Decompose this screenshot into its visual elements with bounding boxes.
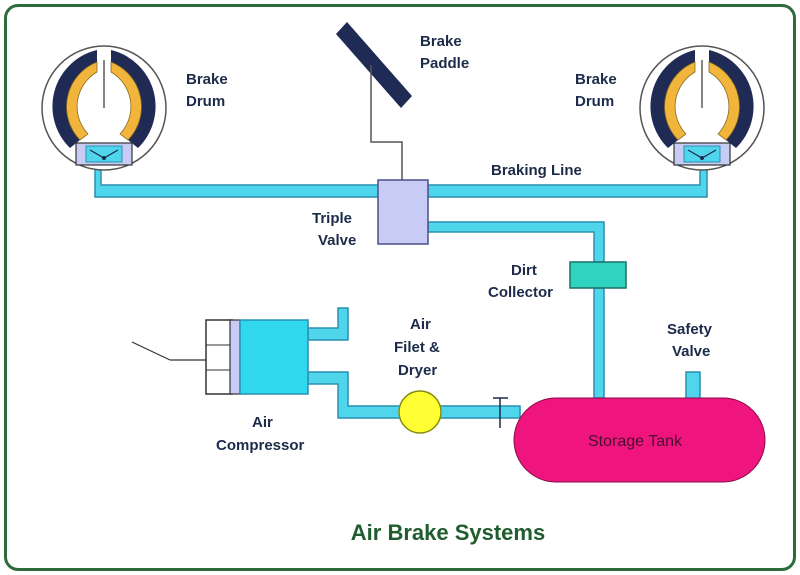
triple-valve [377,179,429,245]
label-brake-drum-left-1: Brake [186,71,228,88]
label-brake-drum-right-1: Brake [575,71,617,88]
label-dirt-collector-2: Collector [488,284,553,301]
compressor-rod [131,341,171,361]
brake-paddle-bar [336,22,412,108]
dirt-collector [569,261,627,289]
brake-drum-left [41,45,167,171]
brake-paddle-linkage [370,65,403,180]
safety-valve-stub [685,371,701,401]
air-compressor [131,319,309,395]
drum-lining-left [52,50,97,148]
braking-line-left [94,164,381,198]
pipe-compressor-top [307,307,349,341]
pipe-compressor-to-filter [307,371,401,419]
label-air-filter-1: Air [410,316,431,333]
label-dirt-collector-1: Dirt [511,262,537,279]
label-air-compressor-1: Air [252,414,273,431]
label-air-filter-3: Dryer [398,362,437,379]
labels: Brake Drum Brake Drum Brake Paddle Braki… [186,33,713,545]
label-braking-line: Braking Line [491,162,582,179]
drum-lining-right [709,50,754,148]
label-storage-tank: Storage Tank [588,433,683,450]
label-brake-paddle-1: Brake [420,33,462,50]
pipe-filter-to-tank [439,405,521,419]
storage-tank [513,397,766,483]
label-brake-drum-right-2: Drum [575,93,614,110]
pipe-triple-to-collector [427,221,605,263]
pipe-collector-to-tank [593,287,605,399]
air-filter-dryer [398,390,442,434]
diagram-frame [4,4,796,571]
diagram-title: Air Brake Systems [351,520,545,545]
label-air-compressor-2: Compressor [216,437,305,454]
drum-shoe-right [664,61,696,141]
label-safety-valve-1: Safety [667,321,713,338]
label-air-filter-2: Filet & [394,339,440,356]
label-triple-valve-1: Triple [312,210,352,227]
compressor-piston [205,319,233,395]
label-triple-valve-2: Valve [318,232,356,249]
brake-drum-right [639,45,765,171]
label-brake-drum-left-2: Drum [186,93,225,110]
brake-paddle [336,22,412,180]
label-brake-paddle-2: Paddle [420,55,469,72]
label-safety-valve-2: Valve [672,343,710,360]
check-valve-icon [493,397,508,428]
compressor-cylinder [239,319,309,395]
drum-shoe-left [66,61,98,141]
